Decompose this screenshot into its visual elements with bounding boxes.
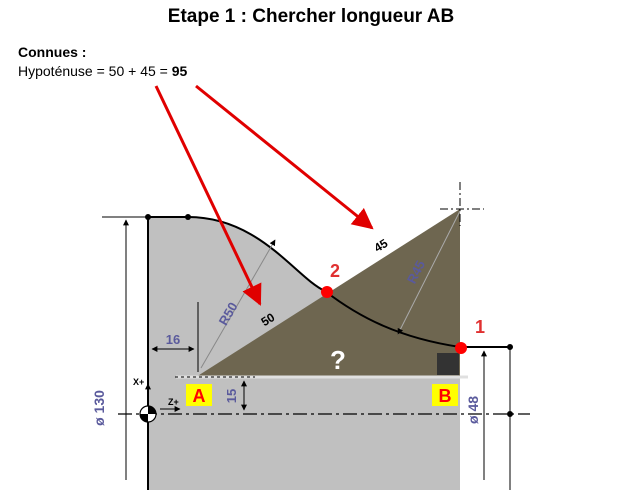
- page-title: Etape 1 : Chercher longueur AB: [167, 6, 455, 27]
- label-b-box: [432, 384, 458, 406]
- question-mark: ?: [330, 345, 346, 375]
- label-point-1: 1: [475, 317, 485, 337]
- arrow-50-pointer: [154, 85, 262, 306]
- label-a: A: [193, 386, 206, 406]
- label-dia-48: ø 48: [465, 396, 481, 424]
- label-dim-16: 16: [166, 332, 180, 347]
- point-2-marker: [321, 286, 333, 298]
- point-1-marker: [455, 342, 467, 354]
- label-axis-z: Z+: [168, 397, 179, 407]
- label-point-2: 2: [330, 261, 340, 281]
- label-a-box: [186, 384, 212, 406]
- label-b: B: [439, 386, 452, 406]
- label-dia-130: ø 130: [91, 390, 107, 426]
- label-dim-15: 15: [224, 389, 239, 403]
- hypotenuse-formula: Hypoténuse = 50 + 45 = 95: [18, 63, 187, 79]
- vertex-dot: [185, 214, 191, 220]
- vertex-dot: [507, 411, 513, 417]
- arrow-45-pointer: [195, 84, 374, 230]
- label-axis-x: X+: [133, 377, 144, 387]
- label-len-45: 45: [372, 236, 391, 255]
- r45-radius-line: [397, 210, 461, 335]
- r50-radius-line: [200, 239, 276, 369]
- right-angle-square: [437, 353, 459, 375]
- vertex-dot: [507, 344, 513, 350]
- hypotenuse-result: 95: [171, 63, 188, 79]
- origin-symbol-fill: [140, 406, 156, 422]
- known-heading: Connues :: [18, 44, 87, 60]
- hypotenuse-formula-text: Hypoténuse = 50 + 45 =: [18, 63, 172, 79]
